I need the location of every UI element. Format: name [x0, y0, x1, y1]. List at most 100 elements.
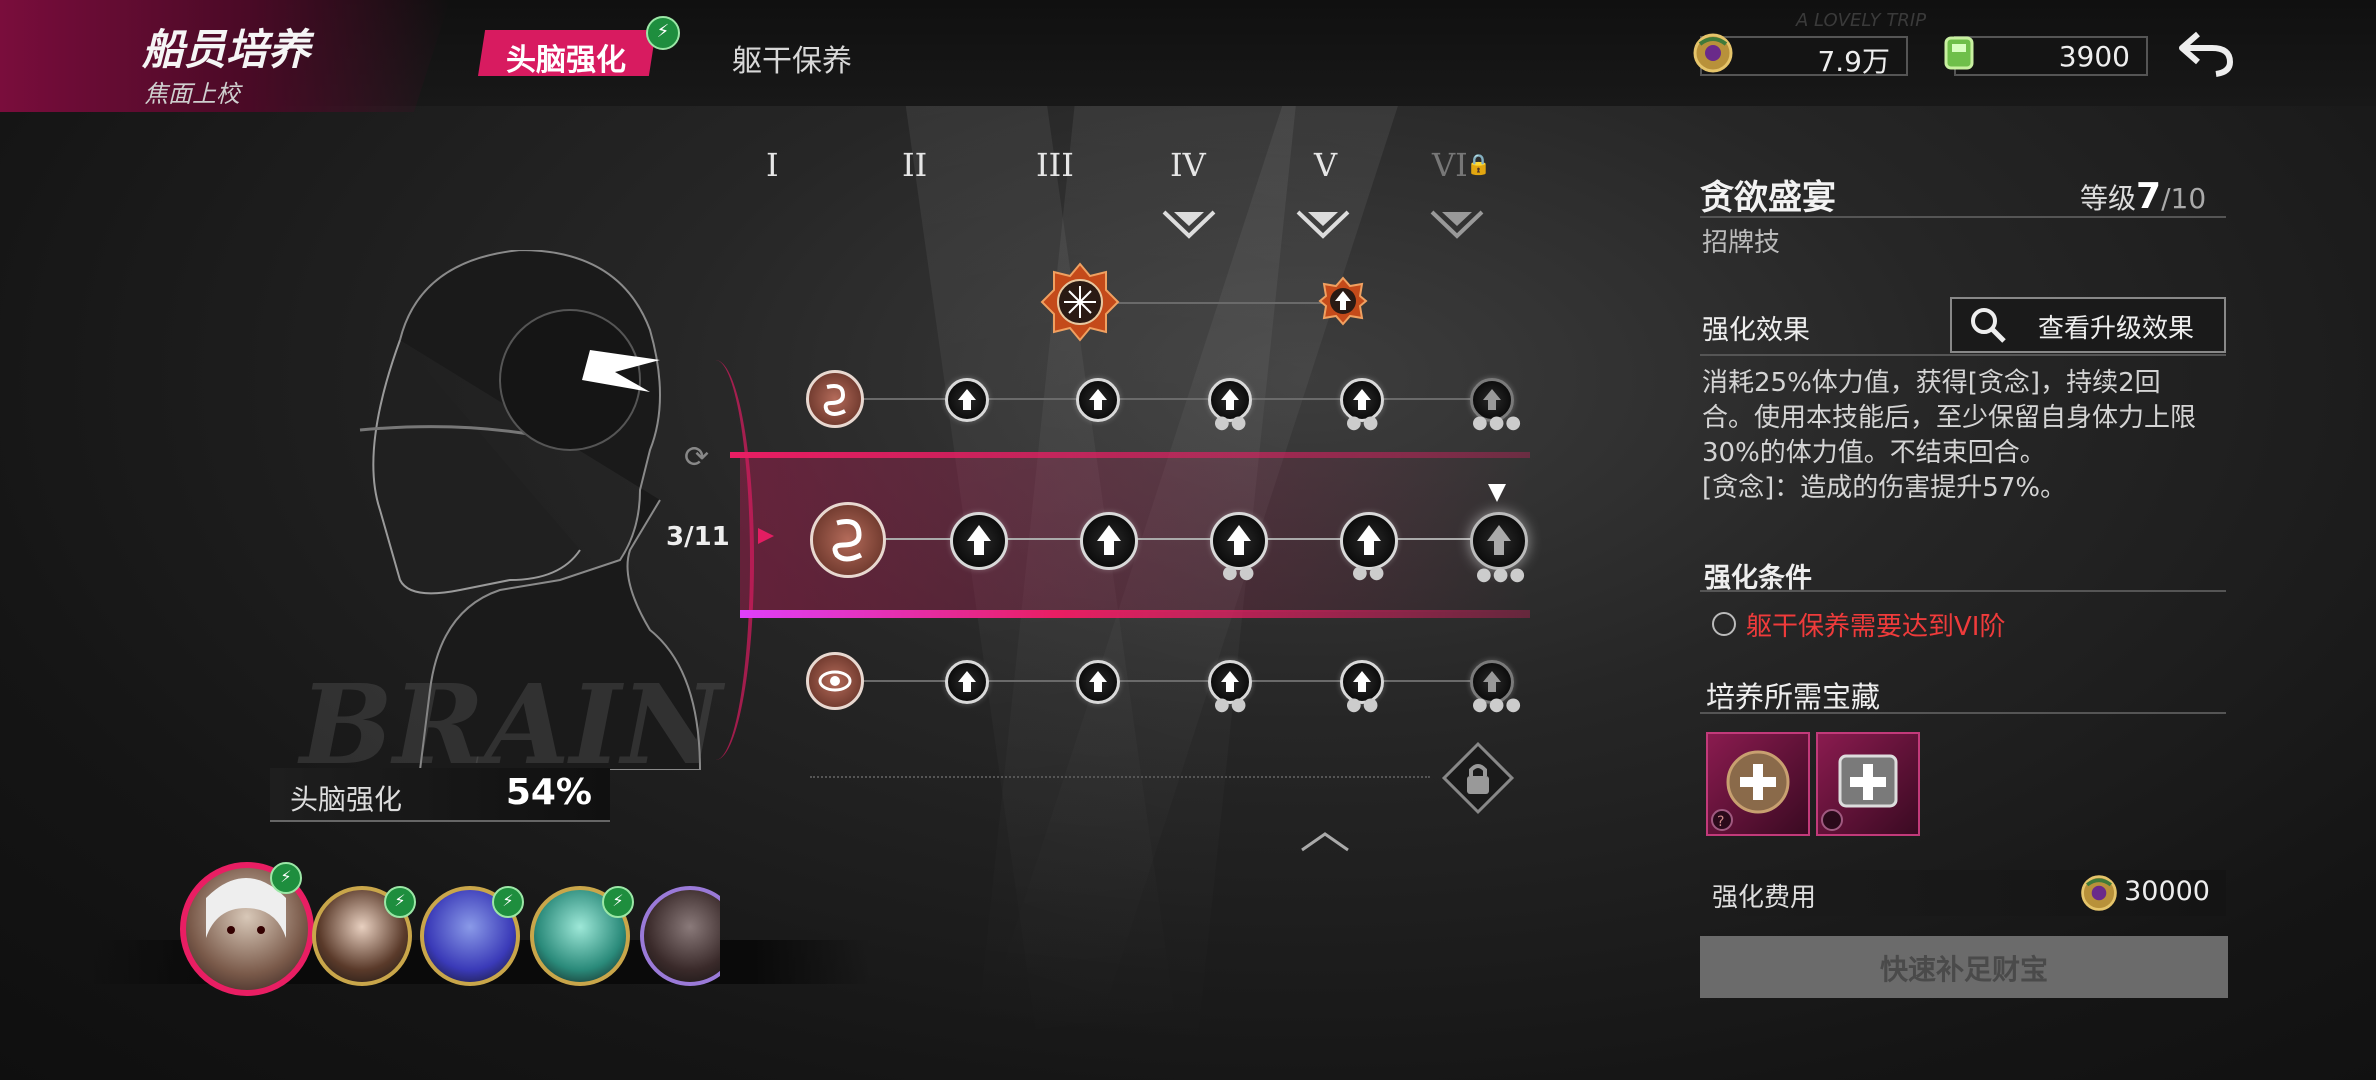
lightning-badge-icon: ⚡	[646, 16, 680, 50]
cost-value: 30000	[2124, 876, 2210, 907]
special-skill-node[interactable]	[1040, 262, 1120, 342]
skill-name: 贪欲盛宴	[1700, 178, 1836, 218]
upgrade-node[interactable]	[945, 660, 989, 704]
brain-progress-label: 头脑强化	[290, 783, 403, 816]
resource-gold-value: 7.9万	[1817, 45, 1890, 78]
upgrade-node[interactable]	[1340, 378, 1384, 422]
snake-root-node[interactable]	[806, 370, 864, 428]
treasure-title: 培养所需宝藏	[1706, 680, 1881, 714]
view-upgrade-button[interactable]: 查看升级效果	[1950, 297, 2226, 353]
upgrade-node[interactable]	[1208, 378, 1252, 422]
snake-root-node-selected[interactable]	[810, 502, 886, 578]
title-banner	[0, 0, 450, 112]
description-line: [贪念]：造成的伤害提升57%。	[1702, 473, 2067, 503]
lock-node-icon[interactable]	[1440, 740, 1516, 816]
head-silhouette-image	[320, 248, 740, 771]
watermark-text: A LOVELY TRIP	[1796, 10, 1927, 31]
skill-level-value: 7	[2136, 176, 2162, 217]
tier-5: V	[1314, 146, 1338, 184]
back-arrow-icon[interactable]	[2176, 28, 2236, 78]
skill-level-max: /10	[2161, 182, 2207, 215]
upgrade-node[interactable]	[1076, 378, 1120, 422]
gold-treasure-icon	[2081, 875, 2117, 911]
tab-body-maintain[interactable]: 躯干保养	[732, 44, 852, 79]
view-upgrade-label: 查看升级效果	[2038, 314, 2195, 344]
node-pips: ●●●	[1476, 564, 1527, 585]
magnifier-icon	[1971, 308, 2006, 343]
divider	[1700, 216, 2226, 218]
node-pips: ●●●	[1472, 412, 1523, 433]
branch-count: 3/11	[666, 522, 730, 552]
node-pips: ●●	[1346, 412, 1380, 433]
skill-type: 招牌技	[1702, 228, 1781, 258]
upgrade-node[interactable]	[945, 378, 989, 422]
quick-fill-label: 快速补足财宝	[1879, 953, 2048, 986]
chevron-down-icon	[1430, 210, 1484, 240]
connector-line	[1110, 302, 1340, 304]
divider	[1700, 354, 2226, 356]
tier-6: VI	[1432, 146, 1468, 184]
node-pips: ●●	[1214, 694, 1248, 715]
skill-description: 消耗25%体力值，获得[贪念]，持续2回 合。使用本技能后，至少保留自身体力上限…	[1702, 366, 2242, 506]
condition-text: 躯干保养需要达到VI阶	[1746, 612, 2006, 642]
upgrade-node[interactable]	[1208, 660, 1252, 704]
brain-watermark: BRAIN	[300, 660, 722, 789]
lightning-badge-icon: ⚡	[602, 886, 634, 918]
resource-gem-value: 3900	[2058, 40, 2130, 73]
description-line: 消耗25%体力值，获得[贪念]，持续2回	[1702, 368, 2161, 398]
crew-portrait-1[interactable]	[180, 862, 314, 996]
tab-brain-enhance[interactable]: 头脑强化	[478, 30, 656, 76]
tier-1: I	[766, 146, 779, 184]
upgrade-node[interactable]	[1340, 512, 1398, 570]
lightning-badge-icon: ⚡	[384, 886, 416, 918]
scroll-arrows-icon: ⟳	[684, 440, 710, 475]
branch-arc	[690, 360, 754, 760]
upgrade-node[interactable]	[1210, 512, 1268, 570]
upgrade-node[interactable]	[950, 512, 1008, 570]
upgrade-node-current[interactable]	[1470, 512, 1528, 570]
description-line: 30%的体力值。不结束回合。	[1702, 438, 2046, 468]
upgrade-node[interactable]	[1076, 660, 1120, 704]
highlight-bottom-line	[740, 610, 1530, 618]
node-pips: ●●	[1214, 412, 1248, 433]
divider	[1700, 712, 2226, 714]
connector-line	[850, 680, 1490, 682]
upgrade-node-locked[interactable]	[1470, 660, 1514, 704]
eye-root-node[interactable]	[806, 652, 864, 710]
lightning-badge-icon: ⚡	[270, 862, 302, 894]
chevron-down-icon	[1296, 210, 1350, 240]
lock-icon: 🔒	[1466, 152, 1491, 176]
upgrade-node-locked[interactable]	[1470, 378, 1514, 422]
resource-gem: 3900	[1954, 36, 2148, 76]
quick-fill-button[interactable]: 快速补足财宝	[1700, 936, 2228, 998]
page-title: 船员培养	[142, 25, 311, 74]
highlight-top-line	[730, 452, 1530, 458]
svg-text:?: ?	[1717, 814, 1724, 830]
lightning-badge-icon: ⚡	[492, 886, 524, 918]
tier-3: III	[1036, 146, 1074, 184]
crew-name: 焦面上校	[144, 80, 240, 108]
skill-level: 等级7/10	[2080, 176, 2206, 217]
chevron-up-icon[interactable]	[1298, 830, 1352, 854]
cost-row: 强化费用 30000	[1700, 870, 2226, 916]
description-line: 合。使用本技能后，至少保留自身体力上限	[1702, 403, 2197, 433]
cost-label: 强化费用	[1712, 883, 1817, 913]
connector-line	[850, 538, 1490, 540]
effect-title: 强化效果	[1702, 315, 1810, 346]
upgrade-node[interactable]	[1340, 660, 1384, 704]
green-gem-icon	[1936, 30, 1982, 76]
count-pointer	[758, 528, 774, 544]
upgrade-node[interactable]	[1080, 512, 1138, 570]
current-node-pointer-icon	[1488, 484, 1506, 502]
brain-progress-box: 头脑强化 54%	[270, 768, 610, 822]
treasure-slot-1[interactable]: ?	[1706, 732, 1810, 836]
tier-2: II	[902, 146, 928, 184]
tab-label: 头脑强化	[506, 43, 626, 78]
special-upgrade-node[interactable]	[1318, 276, 1368, 326]
crew-portrait-5[interactable]	[640, 886, 720, 986]
node-pips: ●●	[1222, 562, 1256, 583]
condition-status-icon	[1712, 612, 1736, 636]
node-pips: ●●●	[1472, 694, 1523, 715]
chevron-down-icon	[1162, 210, 1216, 240]
treasure-slot-2[interactable]	[1816, 732, 1920, 836]
